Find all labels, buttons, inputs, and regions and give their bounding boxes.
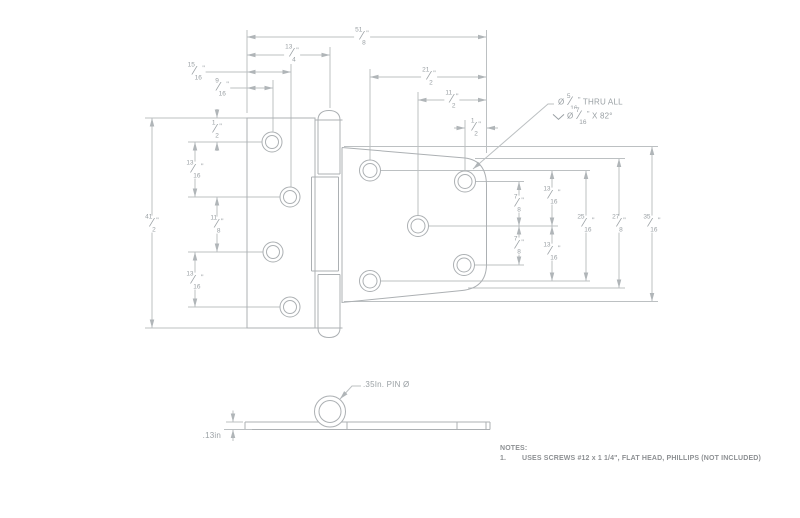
dim-lower-hole-spacing: 13⁄16" <box>542 241 562 262</box>
strap <box>341 147 488 304</box>
note-text: USES SCREWS #12 x 1 1/4", FLAT HEAD, PHI… <box>522 454 761 462</box>
dim-hole-spacing-1: 13⁄16" <box>185 159 205 180</box>
thickness-label: .13in <box>201 431 222 441</box>
pin-diameter-label: .35In. PIN Ø <box>362 380 411 390</box>
notes-header: NOTES: <box>500 445 528 452</box>
pin <box>318 400 342 423</box>
strap-holes <box>359 159 476 292</box>
hole-callout-line2-text: Ø 7⁄16" X 82° <box>567 106 613 127</box>
top-view <box>145 30 658 339</box>
dim-top-edge-to-hole: 1⁄2" <box>210 119 224 140</box>
countersink-icon <box>552 114 565 121</box>
extension-lines <box>145 30 658 329</box>
dim-upper-hole-spacing: 13⁄16" <box>542 185 562 206</box>
dim-hole-group-span: 25⁄16" <box>576 213 596 234</box>
dim-center-to-upper-hole: 7⁄8" <box>512 193 526 214</box>
notes-block: NOTES: 1. USES SCREWS #12 x 1 1/4", FLAT… <box>500 444 761 463</box>
thickness-dim <box>224 410 252 441</box>
callout-leader <box>472 103 554 170</box>
note-number: 1. <box>500 454 507 462</box>
hinge-barrel <box>311 109 343 339</box>
dim-center-to-lower-hole: 7⁄8" <box>512 235 526 256</box>
leaf-plate <box>246 117 316 329</box>
dim-pin-center: 13⁄4" <box>284 43 300 64</box>
dim-hole-spacing-3: 13⁄16" <box>185 270 205 291</box>
dim-plate-col-inner: 9⁄16" <box>214 77 230 98</box>
dim-strap-col-left: 21⁄2" <box>421 66 437 87</box>
hole-callout-line1: Ø 5⁄16" THRU ALL <box>557 93 624 112</box>
note-item: 1. USES SCREWS #12 x 1 1/4", FLAT HEAD, … <box>500 454 761 464</box>
dim-plate-col-outer: 15⁄16" <box>186 61 206 82</box>
dim-overall-width: 51⁄8" <box>354 26 370 47</box>
dim-hole-spacing-2: 11⁄8" <box>209 214 225 235</box>
dim-strap-col-right: 1⁄2" <box>469 117 483 138</box>
plate-holes <box>261 131 301 318</box>
hole-callout-line2: Ø 7⁄16" X 82° <box>551 106 614 127</box>
dim-strap-overall-height: 35⁄16" <box>642 213 662 234</box>
dim-strap-col-mid: 11⁄2" <box>444 89 460 110</box>
dim-strap-edge-height: 27⁄8" <box>611 213 627 234</box>
pin-leader <box>339 385 361 400</box>
dim-plate-height: 41⁄2" <box>144 213 160 234</box>
side-view <box>224 385 491 441</box>
